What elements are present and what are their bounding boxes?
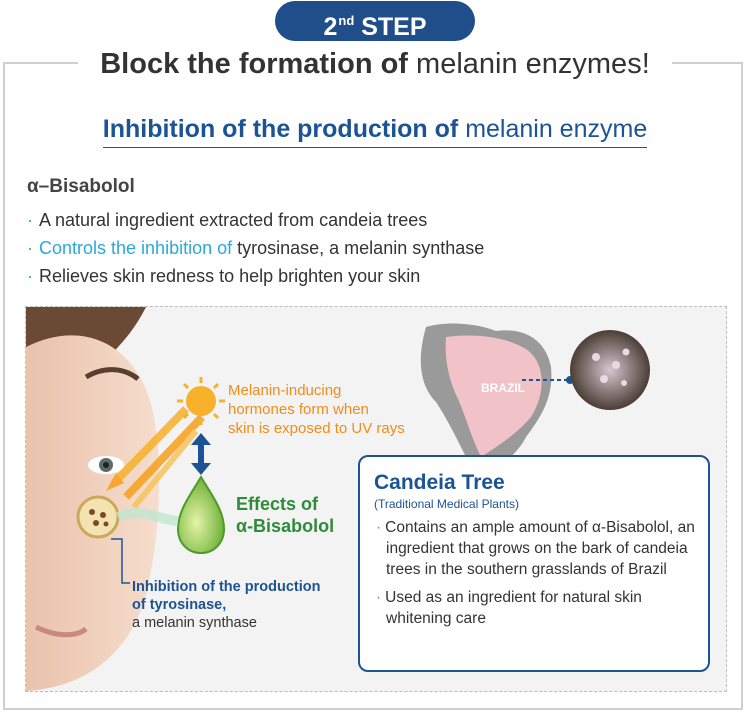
step-word: STEP bbox=[361, 13, 427, 41]
effects-label: Effects of α-Bisabolol bbox=[236, 493, 334, 537]
bullet-highlight: Controls the inhibition of bbox=[39, 238, 233, 258]
card-title: Candeia Tree bbox=[374, 471, 505, 494]
effects-line: α-Bisabolol bbox=[236, 516, 335, 536]
inhibition-line: Inhibition of the production bbox=[132, 579, 321, 595]
title-rest: melanin enzymes! bbox=[416, 48, 650, 80]
bullet-dot-icon: · bbox=[27, 238, 33, 258]
list-item: · Controls the inhibition of tyrosinase, … bbox=[27, 234, 484, 262]
subtitle-rest: melanin enzyme bbox=[465, 115, 648, 143]
bullet-dot-icon: · bbox=[27, 210, 33, 230]
inhibition-line: of tyrosinase, bbox=[132, 597, 227, 613]
bullet-dot-icon: · bbox=[27, 266, 33, 286]
bullet-dot-icon: · bbox=[376, 589, 382, 606]
connector-line bbox=[111, 538, 130, 584]
step-suffix: nd bbox=[338, 13, 355, 28]
list-item: ·Contains an ample amount of α-Bisabolol… bbox=[374, 517, 696, 580]
illustration-art bbox=[26, 307, 650, 691]
list-item: · A natural ingredient extracted from can… bbox=[27, 206, 484, 234]
bullet-text: A natural ingredient extracted from cand… bbox=[39, 210, 428, 230]
illustration-panel: BRAZIL Melanin-inducing hormones form wh… bbox=[25, 306, 727, 692]
uv-text-line: Melanin-inducing bbox=[228, 382, 342, 399]
section-subtitle: Inhibition of the production of melanin … bbox=[70, 112, 680, 148]
bullet-text: Relieves skin redness to help brighten y… bbox=[39, 266, 421, 286]
card-item-text: Contains an ample amount of α-Bisabolol,… bbox=[385, 519, 695, 578]
droplet-icon bbox=[176, 475, 226, 555]
subtitle-bold: Inhibition of the production of bbox=[102, 115, 459, 143]
bullet-dot-icon: · bbox=[376, 519, 382, 536]
ingredient-bullets: · A natural ingredient extracted from can… bbox=[27, 206, 484, 290]
bullet-text: tyrosinase, a melanin synthase bbox=[232, 238, 485, 258]
uv-text-line: skin is exposed to UV rays bbox=[228, 420, 405, 437]
card-item-text: Used as an ingredient for natural skin w… bbox=[385, 589, 642, 627]
ingredient-name: α–Bisabolol bbox=[27, 176, 135, 197]
card-subtitle: (Traditional Medical Plants) bbox=[374, 497, 519, 511]
double-arrow-icon bbox=[191, 433, 211, 475]
list-item: · Relieves skin redness to help brighten … bbox=[27, 262, 484, 290]
south-america-map-icon bbox=[420, 323, 552, 482]
card-list: ·Contains an ample amount of α-Bisabolol… bbox=[374, 517, 696, 629]
effects-line: Effects of bbox=[236, 494, 319, 514]
uv-explanation: Melanin-inducing hormones form when skin… bbox=[228, 381, 405, 438]
uv-text-line: hormones form when bbox=[228, 401, 369, 418]
inhibition-label: Inhibition of the production of tyrosina… bbox=[132, 578, 320, 632]
page-title: Block the formation of melanin enzymes! bbox=[78, 44, 672, 84]
inhibition-plain: a melanin synthase bbox=[132, 615, 257, 631]
candeia-tree-card: Candeia Tree (Traditional Medical Plants… bbox=[358, 455, 710, 672]
uv-arrows bbox=[106, 406, 205, 509]
step-number: 2 bbox=[323, 13, 338, 41]
title-bold: Block the formation of bbox=[100, 48, 408, 80]
sun-icon bbox=[177, 377, 225, 425]
step-badge: 2nd STEP bbox=[275, 1, 475, 41]
map-label: BRAZIL bbox=[481, 381, 525, 395]
candeia-flower-image bbox=[570, 330, 650, 410]
list-item: ·Used as an ingredient for natural skin … bbox=[374, 587, 696, 629]
melanin-cell-icon bbox=[76, 495, 120, 539]
